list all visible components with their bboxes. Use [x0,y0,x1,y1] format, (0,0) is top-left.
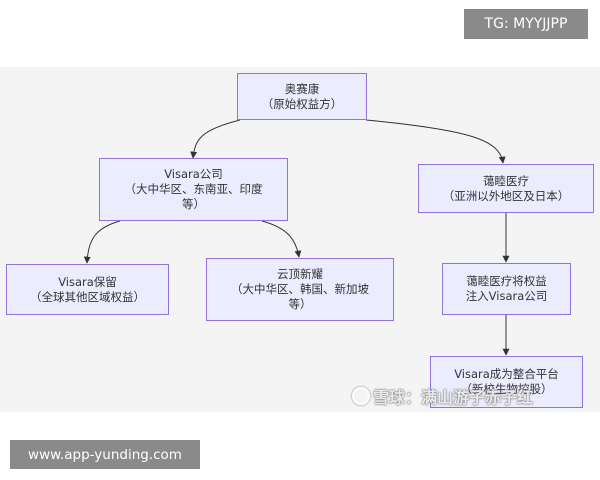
node-visara-platform-l2: （新校生物控股） [460,382,553,396]
node-yunding-region: （大中华区、韩国、新加坡 [231,282,369,296]
node-visara-platform: Visara成为整合平台 （新校生物控股） [430,356,583,408]
node-mimu-inject: 蔼睦医疗将权益 注入Visara公司 [442,263,571,315]
node-visara-region-cont: 等） [182,197,205,211]
node-aosaikang-role: （原始权益方） [261,96,343,111]
node-visara-keep-name: Visara保留 [58,274,117,289]
node-aosaikang: 奥赛康 （原始权益方） [237,73,367,120]
node-visara-region: （大中华区、东南亚、印度 [124,182,263,196]
node-mimu-inject-l2: 注入Visara公司 [465,289,548,303]
snowball-logo-icon [352,387,370,405]
node-yunding: 云顶新耀 （大中华区、韩国、新加坡 等） [206,258,394,321]
node-visara-keep-region: （全球其他区域权益） [30,289,145,304]
edge-visara-yunding [261,220,302,258]
node-visara-platform-l1: Visara成为整合平台 [454,367,559,381]
node-mimu-region: （亚洲以外地区及日本） [442,188,570,203]
url-badge: www.app-yunding.com [10,440,200,469]
edge-root-mimu [365,119,506,164]
edge-visara-keep [83,220,121,264]
node-visara-keep: Visara保留 （全球其他区域权益） [6,264,169,315]
node-mimu-inject-l1: 蔼睦医疗将权益 [466,274,547,288]
tg-badge: TG: MYYJJPP [464,9,588,39]
snowball-watermark: 雪球：满山游子赤子红 [352,384,533,408]
node-yunding-region-cont: 等） [288,297,312,311]
watermark-text: 雪球：满山游子赤子红 [373,388,534,407]
node-aosaikang-name: 奥赛康 [284,81,320,96]
node-visara: Visara公司 （大中华区、东南亚、印度 等） [99,158,288,221]
edge-root-visara [190,119,241,159]
node-yunding-name: 云顶新耀 [277,267,323,281]
node-mimu: 蔼睦医疗 （亚洲以外地区及日本） [418,164,594,213]
diagram-canvas [0,67,600,412]
node-visara-name: Visara公司 [164,167,223,181]
node-mimu-name: 蔼睦医疗 [483,173,529,188]
